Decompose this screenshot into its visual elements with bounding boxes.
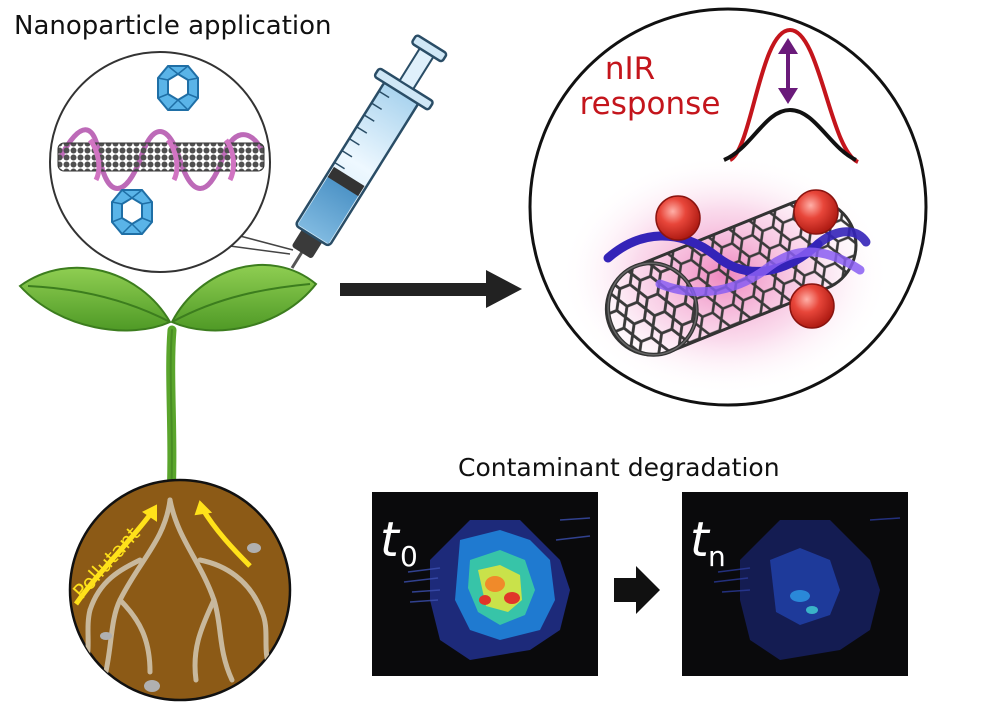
nir-label-line1: nIR xyxy=(605,51,655,87)
leaf-icon xyxy=(170,263,318,332)
double-arrow-icon xyxy=(778,38,798,104)
arrow-right-icon xyxy=(614,566,660,614)
soil-icon: Pollutant xyxy=(68,478,292,702)
nanotube-icon xyxy=(58,143,264,171)
zeolite-icon xyxy=(157,65,199,111)
nir-response-inset: nIR response xyxy=(528,7,928,407)
zeolite-icon xyxy=(111,189,153,235)
time-subscript-after: n xyxy=(708,540,726,573)
time-label-before: t xyxy=(380,512,401,568)
red-nanoparticle xyxy=(789,283,835,329)
leaf-icon xyxy=(18,266,172,332)
nir-label-line2: response xyxy=(580,86,721,122)
nir-peak-black xyxy=(723,107,857,162)
degradation-panel-after: t n xyxy=(682,492,908,676)
figure-title: Nanoparticle application xyxy=(14,11,332,41)
polymer-wrap xyxy=(603,231,823,276)
red-nanoparticle xyxy=(793,189,839,235)
degradation-title: Contaminant degradation xyxy=(458,453,780,482)
plant-illustration xyxy=(18,263,318,525)
nanoparticle-zoom-inset xyxy=(49,51,294,273)
syringe-icon xyxy=(290,34,448,269)
fluorescence-image-before xyxy=(403,517,591,660)
time-subscript-before: 0 xyxy=(400,540,418,573)
red-nanoparticle xyxy=(655,195,701,241)
fluorescence-image-after xyxy=(713,517,901,660)
time-label-after: t xyxy=(690,512,711,568)
nir-peak-red xyxy=(728,27,860,164)
arrow-right-icon xyxy=(340,270,522,308)
degradation-panel-before: t 0 xyxy=(372,492,598,676)
